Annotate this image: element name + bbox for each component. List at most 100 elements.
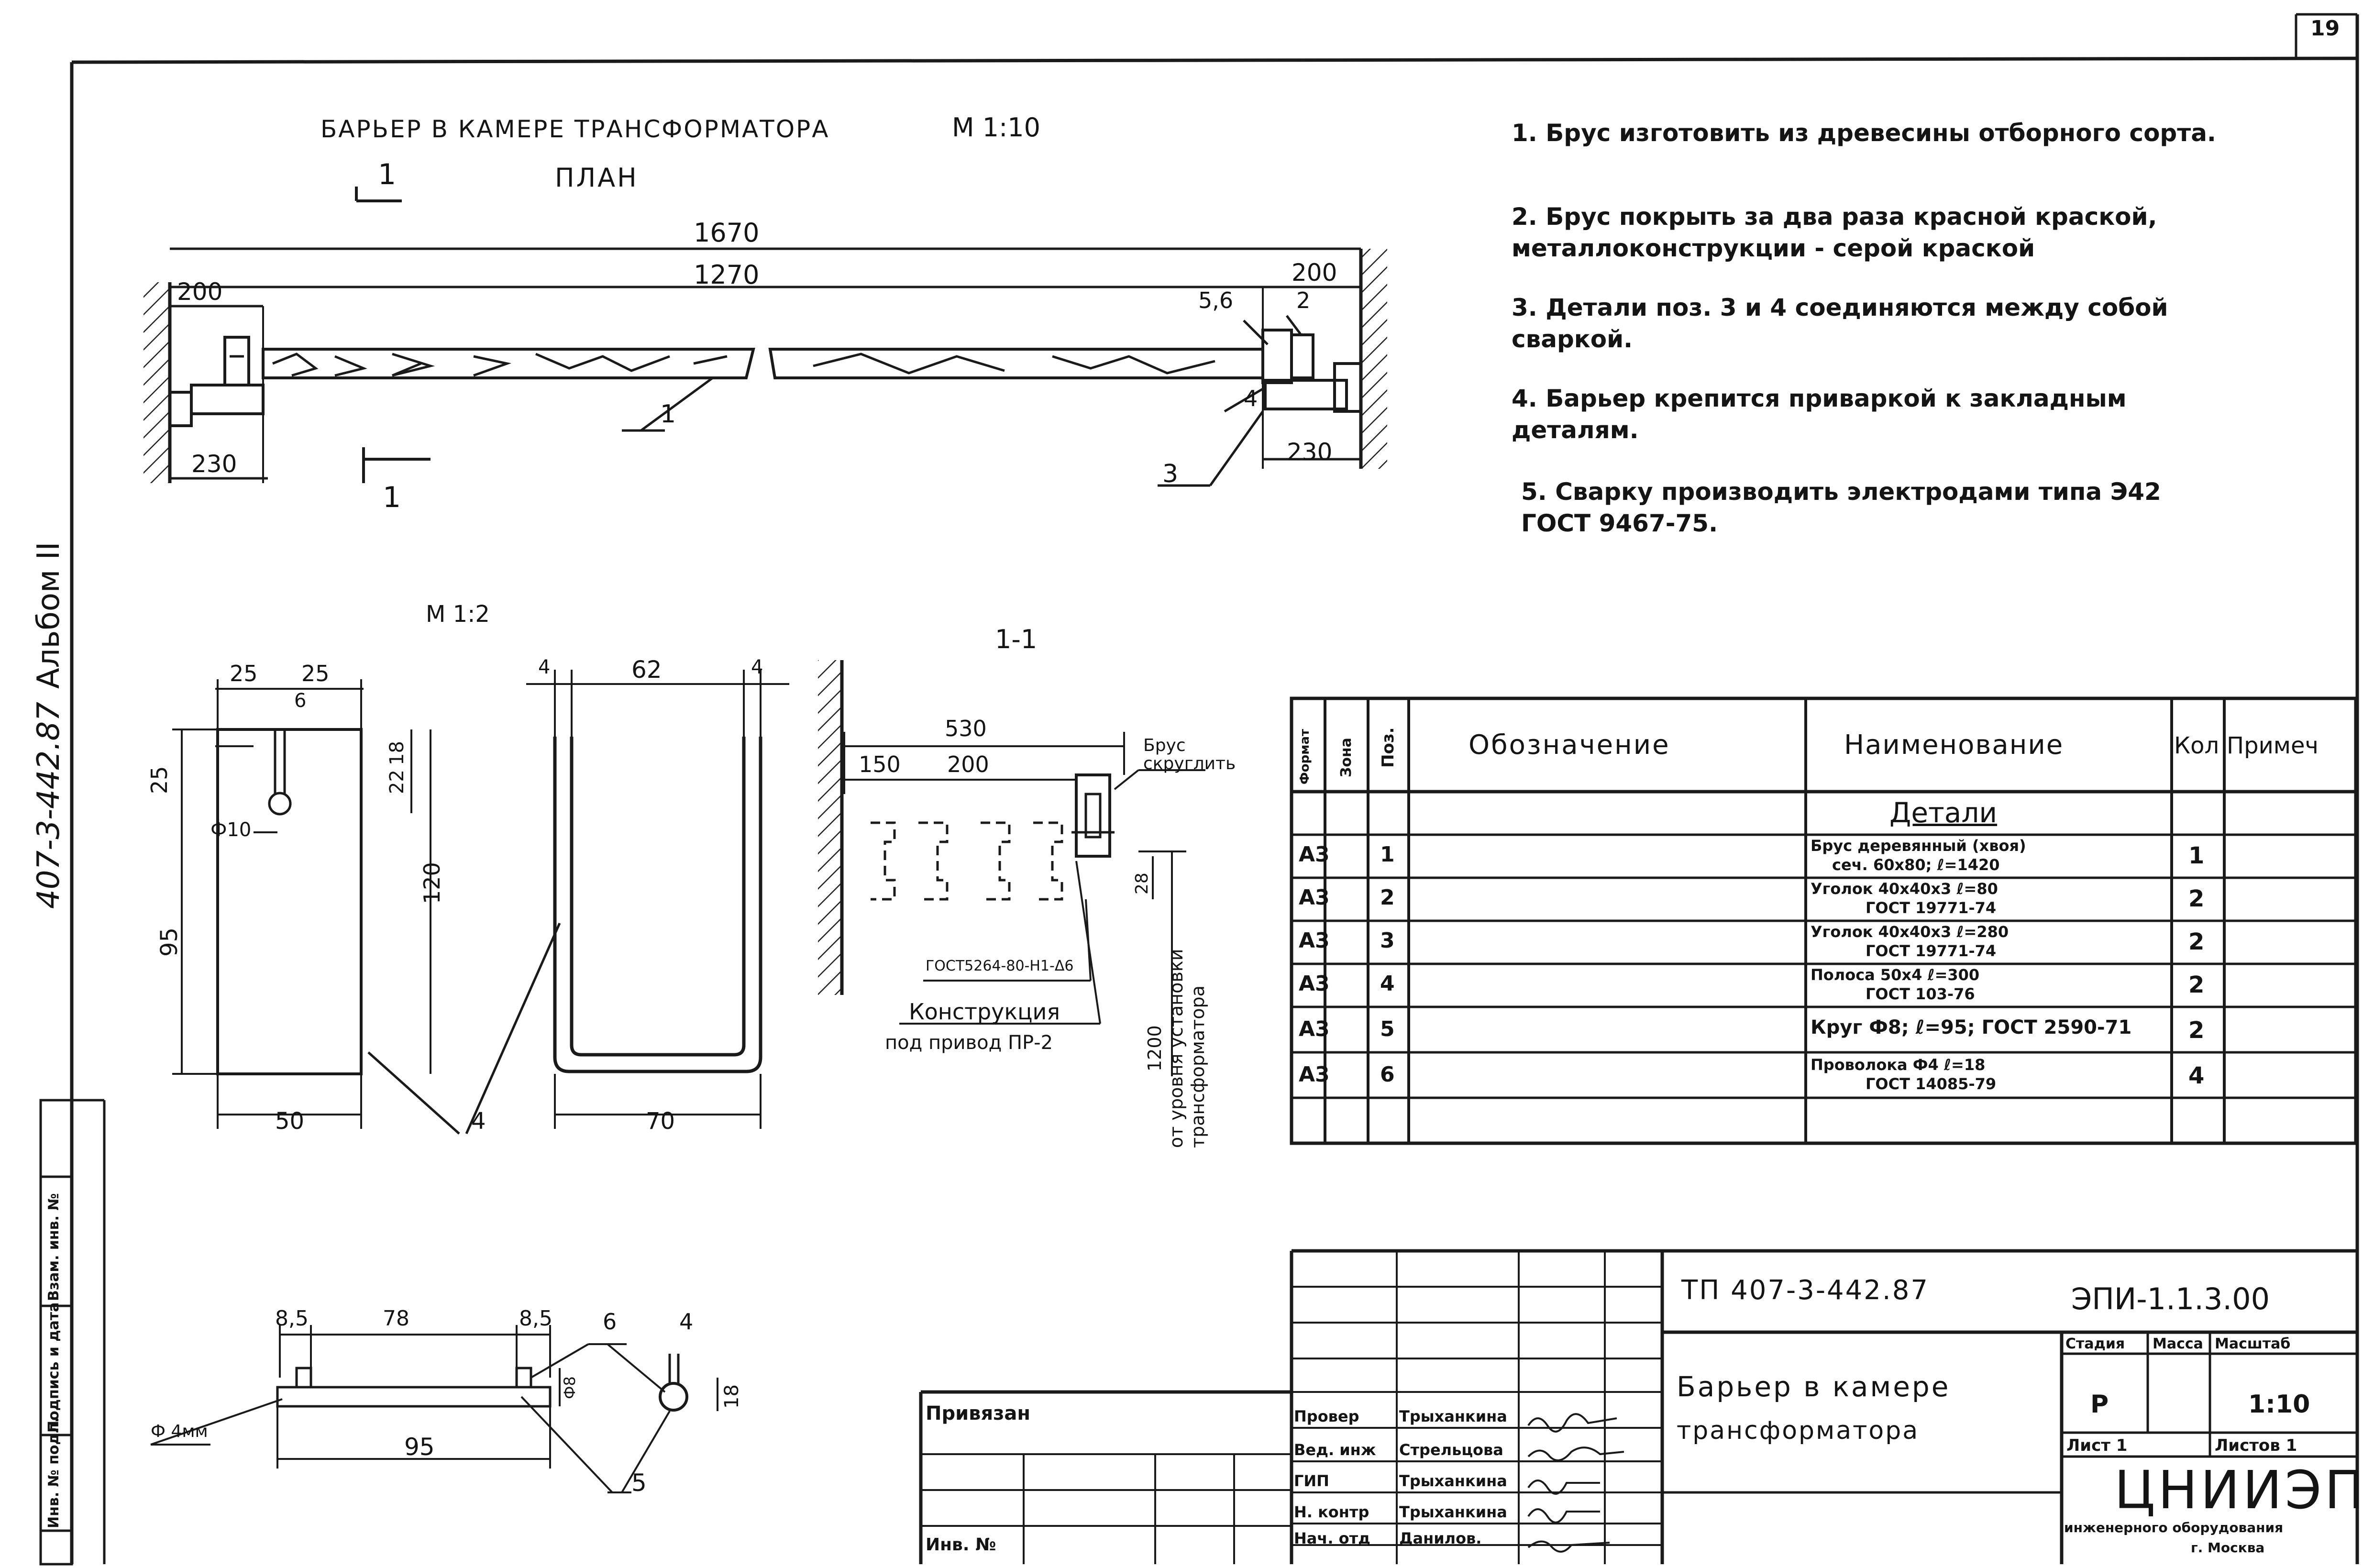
spec-row-name: Уголок 40х40х3 ℓ=80 <box>1811 880 1998 898</box>
sheets-label: Листов 1 <box>2215 1436 2297 1455</box>
stamp-signature-label: Подпись и дата <box>45 1302 62 1433</box>
note-5: 5. Сварку производить электродами типа Э… <box>1521 478 2161 537</box>
spec-section-title: Детали <box>1889 796 1998 829</box>
callout-3: 3 <box>1162 460 1179 488</box>
drawing-name-1: Барьер в камере <box>1677 1370 1951 1403</box>
plan-subtitle: ПЛАН <box>555 163 639 193</box>
scale-value: 1:10 <box>2248 1390 2310 1419</box>
stamp-replace-label: Взам. инв. № <box>45 1193 62 1301</box>
gost-weld-label: ГОСТ5264-80-Н1-Δ6 <box>926 958 1074 974</box>
dim-s-200: 200 <box>947 751 989 777</box>
spec-row-name-2: ГОСТ 19771-74 <box>1866 942 1997 960</box>
org-name: ЦНИИЭП <box>2114 1459 2367 1521</box>
spec-row-qty: 4 <box>2188 1062 2205 1089</box>
dim-b-d8: Ф8 <box>561 1376 579 1399</box>
section-mark-top: 1 <box>378 158 397 191</box>
detail-a-scale: М 1:2 <box>426 601 490 628</box>
sign-name: Трыханкина <box>1399 1407 1507 1425</box>
dim-overall: 1670 <box>694 218 760 248</box>
spec-row-pos: 2 <box>1380 885 1395 910</box>
spec-row-pos: 5 <box>1380 1017 1395 1041</box>
spec-row-pos: 6 <box>1380 1062 1395 1087</box>
spec-row-qty: 2 <box>2188 885 2205 912</box>
dim-b-18: 18 <box>721 1384 743 1409</box>
note-4: 4. Барьер крепится приваркой к закладным… <box>1512 385 2127 444</box>
spec-row-format: А3 <box>1299 972 1330 996</box>
org-sub-1: инженерного оборудования <box>2064 1520 2284 1535</box>
spec-row-name: Круг Ф8; ℓ=95; ГОСТ 2590-71 <box>1811 1016 2132 1038</box>
dim-right: 200 <box>1292 259 1337 287</box>
spec-header-zone: Зона <box>1338 738 1355 777</box>
spec-row-name: Проволока Ф4 ℓ=18 <box>1811 1056 1986 1074</box>
side-album-label: Альбом II <box>31 541 66 689</box>
dim-b-95: 95 <box>404 1433 435 1461</box>
dim-inner: 1270 <box>694 260 760 290</box>
inv-label: Инв. № <box>926 1535 996 1555</box>
scale-header: Масштаб <box>2215 1336 2291 1352</box>
drawing-name-2: трансформатора <box>1677 1416 1920 1445</box>
spec-row-name: Полоса 50х4 ℓ=300 <box>1811 966 1980 984</box>
level-text-1: от уровня установки <box>1166 949 1187 1148</box>
callout-5-6: 5,6 <box>1198 287 1234 313</box>
plan-scale: М 1:10 <box>952 112 1041 143</box>
dim-a-w70: 70 <box>646 1108 675 1135</box>
wire-label: Ф 4мм <box>151 1422 208 1441</box>
level-text-2: трансформатора <box>1187 985 1208 1148</box>
spec-row-format: А3 <box>1299 1017 1330 1041</box>
note-2: 2. Брус покрыть за два раза красной крас… <box>1512 203 2157 262</box>
privyazan-label: Привязан <box>926 1402 1031 1424</box>
sign-name: Данилов. <box>1399 1529 1482 1547</box>
dim-a-w1: 25 <box>230 661 258 686</box>
spec-row-format: А3 <box>1299 1062 1330 1087</box>
dim-a-h25: 25 <box>146 766 172 794</box>
sheet-number: 19 <box>2310 16 2340 41</box>
drawing-code: ЭПИ-1.1.3.00 <box>2071 1281 2270 1316</box>
dim-left: 200 <box>177 278 223 306</box>
construction-label: Конструкция <box>909 999 1060 1025</box>
spec-header-name: Наименование <box>1844 729 2064 761</box>
stage-value: Р <box>2090 1390 2109 1419</box>
spec-header-pos: Поз. <box>1379 727 1398 768</box>
dim-s-530: 530 <box>945 716 987 741</box>
dim-a-h95: 95 <box>156 927 183 957</box>
sign-name: Трыханкина <box>1399 1503 1507 1521</box>
dim-b-6: 6 <box>603 1309 617 1335</box>
org-sub-2: г. Москва <box>2191 1540 2265 1556</box>
spec-row-format: А3 <box>1299 885 1330 910</box>
dim-a-phi: Ф10 <box>210 819 252 841</box>
project-number: ТП 407-3-442.87 <box>1681 1275 1929 1306</box>
spec-row-pos: 1 <box>1380 842 1395 867</box>
sheet-label: Лист 1 <box>2066 1436 2128 1455</box>
plan-title: БАРЬЕР В КАМЕРЕ ТРАНСФОРМАТОРА <box>320 115 830 143</box>
dim-a-d6: 6 <box>294 690 307 712</box>
spec-header-format: Формат <box>1298 729 1312 784</box>
dim-a-h22: 22 <box>386 770 408 794</box>
dim-a-t4a: 4 <box>538 656 551 678</box>
stamp-inv-label: Инв. № подл. <box>45 1417 62 1528</box>
spec-row-format: А3 <box>1299 842 1330 867</box>
dim-a-h120: 120 <box>419 862 445 904</box>
callout-1: 1 <box>660 400 676 429</box>
spec-header-note: Примеч <box>2227 732 2319 759</box>
spec-row-qty: 2 <box>2188 1017 2205 1044</box>
construction-sub-label: под привод ПР-2 <box>885 1032 1053 1054</box>
sign-role: ГИП <box>1294 1472 1329 1490</box>
level-value: 1200 <box>1144 1025 1165 1071</box>
callout-2: 2 <box>1296 287 1311 313</box>
spec-row-name: Уголок 40х40х3 ℓ=280 <box>1811 923 2009 941</box>
dim-s-28: 28 <box>1132 872 1152 894</box>
callout-4: 4 <box>1244 386 1258 411</box>
spec-row-name-2: ГОСТ 19771-74 <box>1866 899 1997 917</box>
dim-b-78: 78 <box>383 1306 409 1331</box>
sign-role: Нач. отд <box>1294 1529 1371 1547</box>
spec-row-format: А3 <box>1299 928 1330 953</box>
note-1: 1. Брус изготовить из древесины отборног… <box>1512 119 2216 147</box>
callout-b-5: 5 <box>631 1469 647 1497</box>
section-mark-bottom: 1 <box>383 481 401 514</box>
dim-b-4: 4 <box>679 1309 694 1335</box>
spec-header-designation: Обозначение <box>1469 729 1670 761</box>
dim-right-bottom: 230 <box>1287 438 1333 466</box>
dim-s-150: 150 <box>859 751 901 777</box>
